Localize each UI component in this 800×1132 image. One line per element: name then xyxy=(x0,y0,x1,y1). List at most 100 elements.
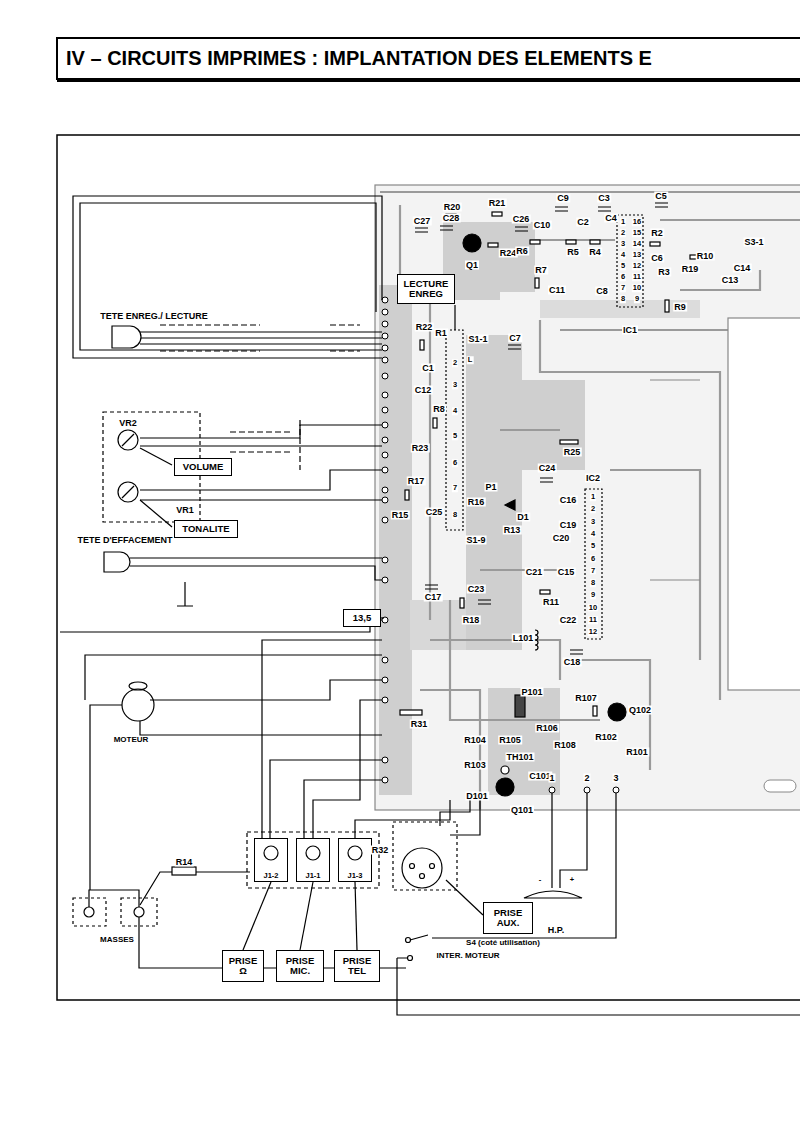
leader-line xyxy=(355,882,357,950)
drawing-part xyxy=(508,345,583,654)
part-label: R31 xyxy=(410,720,429,729)
part-label: R9 xyxy=(673,303,687,312)
part-label: R23 xyxy=(411,444,430,453)
pin-number: 11 xyxy=(632,273,642,281)
drawing-part xyxy=(610,470,700,660)
pin-number: 3 xyxy=(590,518,596,526)
drawing-part xyxy=(140,332,382,344)
drawing-part xyxy=(57,78,800,82)
box-text: 13,5 xyxy=(353,613,372,623)
part-label: R104 xyxy=(463,736,487,745)
label-box: PRISE MIC. xyxy=(276,950,324,982)
drawing-part xyxy=(382,309,388,315)
drawing-part xyxy=(530,240,540,244)
drawing-part xyxy=(408,956,413,961)
pin-number: 10 xyxy=(588,604,598,612)
part-label: D101 xyxy=(465,792,489,801)
part-label: R8 xyxy=(432,405,446,414)
frame xyxy=(57,38,800,1000)
pcb-board xyxy=(375,185,800,810)
drawing-part xyxy=(524,891,582,898)
part-label: R101 xyxy=(625,748,649,757)
drawing-part xyxy=(443,222,535,300)
label-box: 13,5 xyxy=(343,609,381,627)
part-label: C23 xyxy=(467,585,486,594)
drawing-part xyxy=(665,300,669,312)
part-label: R22 xyxy=(415,323,434,332)
drawing-part xyxy=(501,766,509,774)
part-label: R21 xyxy=(488,199,507,208)
part-label: C2 xyxy=(576,218,590,227)
pin-number: 16 xyxy=(632,218,642,226)
drawing-part xyxy=(382,452,388,458)
drawing-part xyxy=(382,357,388,363)
pin-number: 12 xyxy=(588,629,598,637)
box-text: PRISE TEL xyxy=(338,956,376,977)
drawing-part xyxy=(177,582,193,606)
jack-socket: J1-2 xyxy=(254,838,288,882)
drawing-part xyxy=(382,697,388,703)
part-label: R107 xyxy=(574,694,598,703)
part-label: R15 xyxy=(391,511,410,520)
drawing-part xyxy=(617,215,643,307)
drawing-part xyxy=(382,333,388,339)
drawing-part xyxy=(89,890,139,907)
part-label: INTER. MOTEUR xyxy=(435,952,500,960)
pin-number: 12 xyxy=(632,262,642,270)
drawing-part xyxy=(140,499,382,500)
pin-number: 7 xyxy=(620,284,626,292)
drawing-part xyxy=(728,318,800,690)
drawing-part xyxy=(122,434,134,446)
part-label: R19 xyxy=(681,265,700,274)
drawing-part xyxy=(380,191,800,193)
pin-number: 6 xyxy=(590,555,596,563)
part-label: C6 xyxy=(650,254,664,263)
part-label: S3-1 xyxy=(743,238,764,247)
part-label: D1 xyxy=(516,513,530,522)
part-label: R20 xyxy=(443,203,462,212)
drawing-part xyxy=(488,243,498,247)
jack-socket: J1-1 xyxy=(296,838,330,882)
drawing-part xyxy=(382,437,388,443)
part-label: C3 xyxy=(597,194,611,203)
head-label: TETE ENREG./ LECTURE xyxy=(99,312,209,321)
part-label: C14 xyxy=(733,264,752,273)
part-label: TH101 xyxy=(505,753,534,762)
label-box: VOLUME xyxy=(174,458,232,476)
drawing-part xyxy=(405,490,409,500)
part-label: C1 xyxy=(421,364,435,373)
drawing-part xyxy=(122,486,134,498)
drawing-part xyxy=(552,793,587,888)
drawing-part xyxy=(73,196,382,358)
part-label: MASSES xyxy=(99,936,135,944)
box-text: PRISE MIC. xyxy=(280,956,320,977)
part-label: C13 xyxy=(721,276,740,285)
drawing-part xyxy=(112,326,141,348)
drawing-part xyxy=(410,864,415,869)
drawing-part xyxy=(415,226,528,232)
leader-line xyxy=(300,882,313,950)
drawing-part xyxy=(446,330,463,530)
drawing-part xyxy=(382,657,388,663)
drawing-part xyxy=(247,832,379,888)
drawing-part xyxy=(429,300,431,620)
part-label: R4 xyxy=(588,248,602,257)
part-label: VR2 xyxy=(118,419,138,428)
drawing-part xyxy=(584,787,590,793)
part-label: C5 xyxy=(654,192,668,201)
drawing-part xyxy=(400,710,422,715)
label-box: PRISE TEL xyxy=(334,950,380,982)
part-label: R5 xyxy=(566,248,580,257)
part-label: R17 xyxy=(407,477,426,486)
part-label: C24 xyxy=(538,464,557,473)
drawing-part xyxy=(382,487,388,493)
part-label: C7 xyxy=(508,334,522,343)
pin-number: 2 xyxy=(590,506,596,514)
drawing-part xyxy=(593,706,597,716)
drawing-part xyxy=(118,482,138,502)
pin-number: 5 xyxy=(620,262,626,270)
part-label: R108 xyxy=(553,741,577,750)
